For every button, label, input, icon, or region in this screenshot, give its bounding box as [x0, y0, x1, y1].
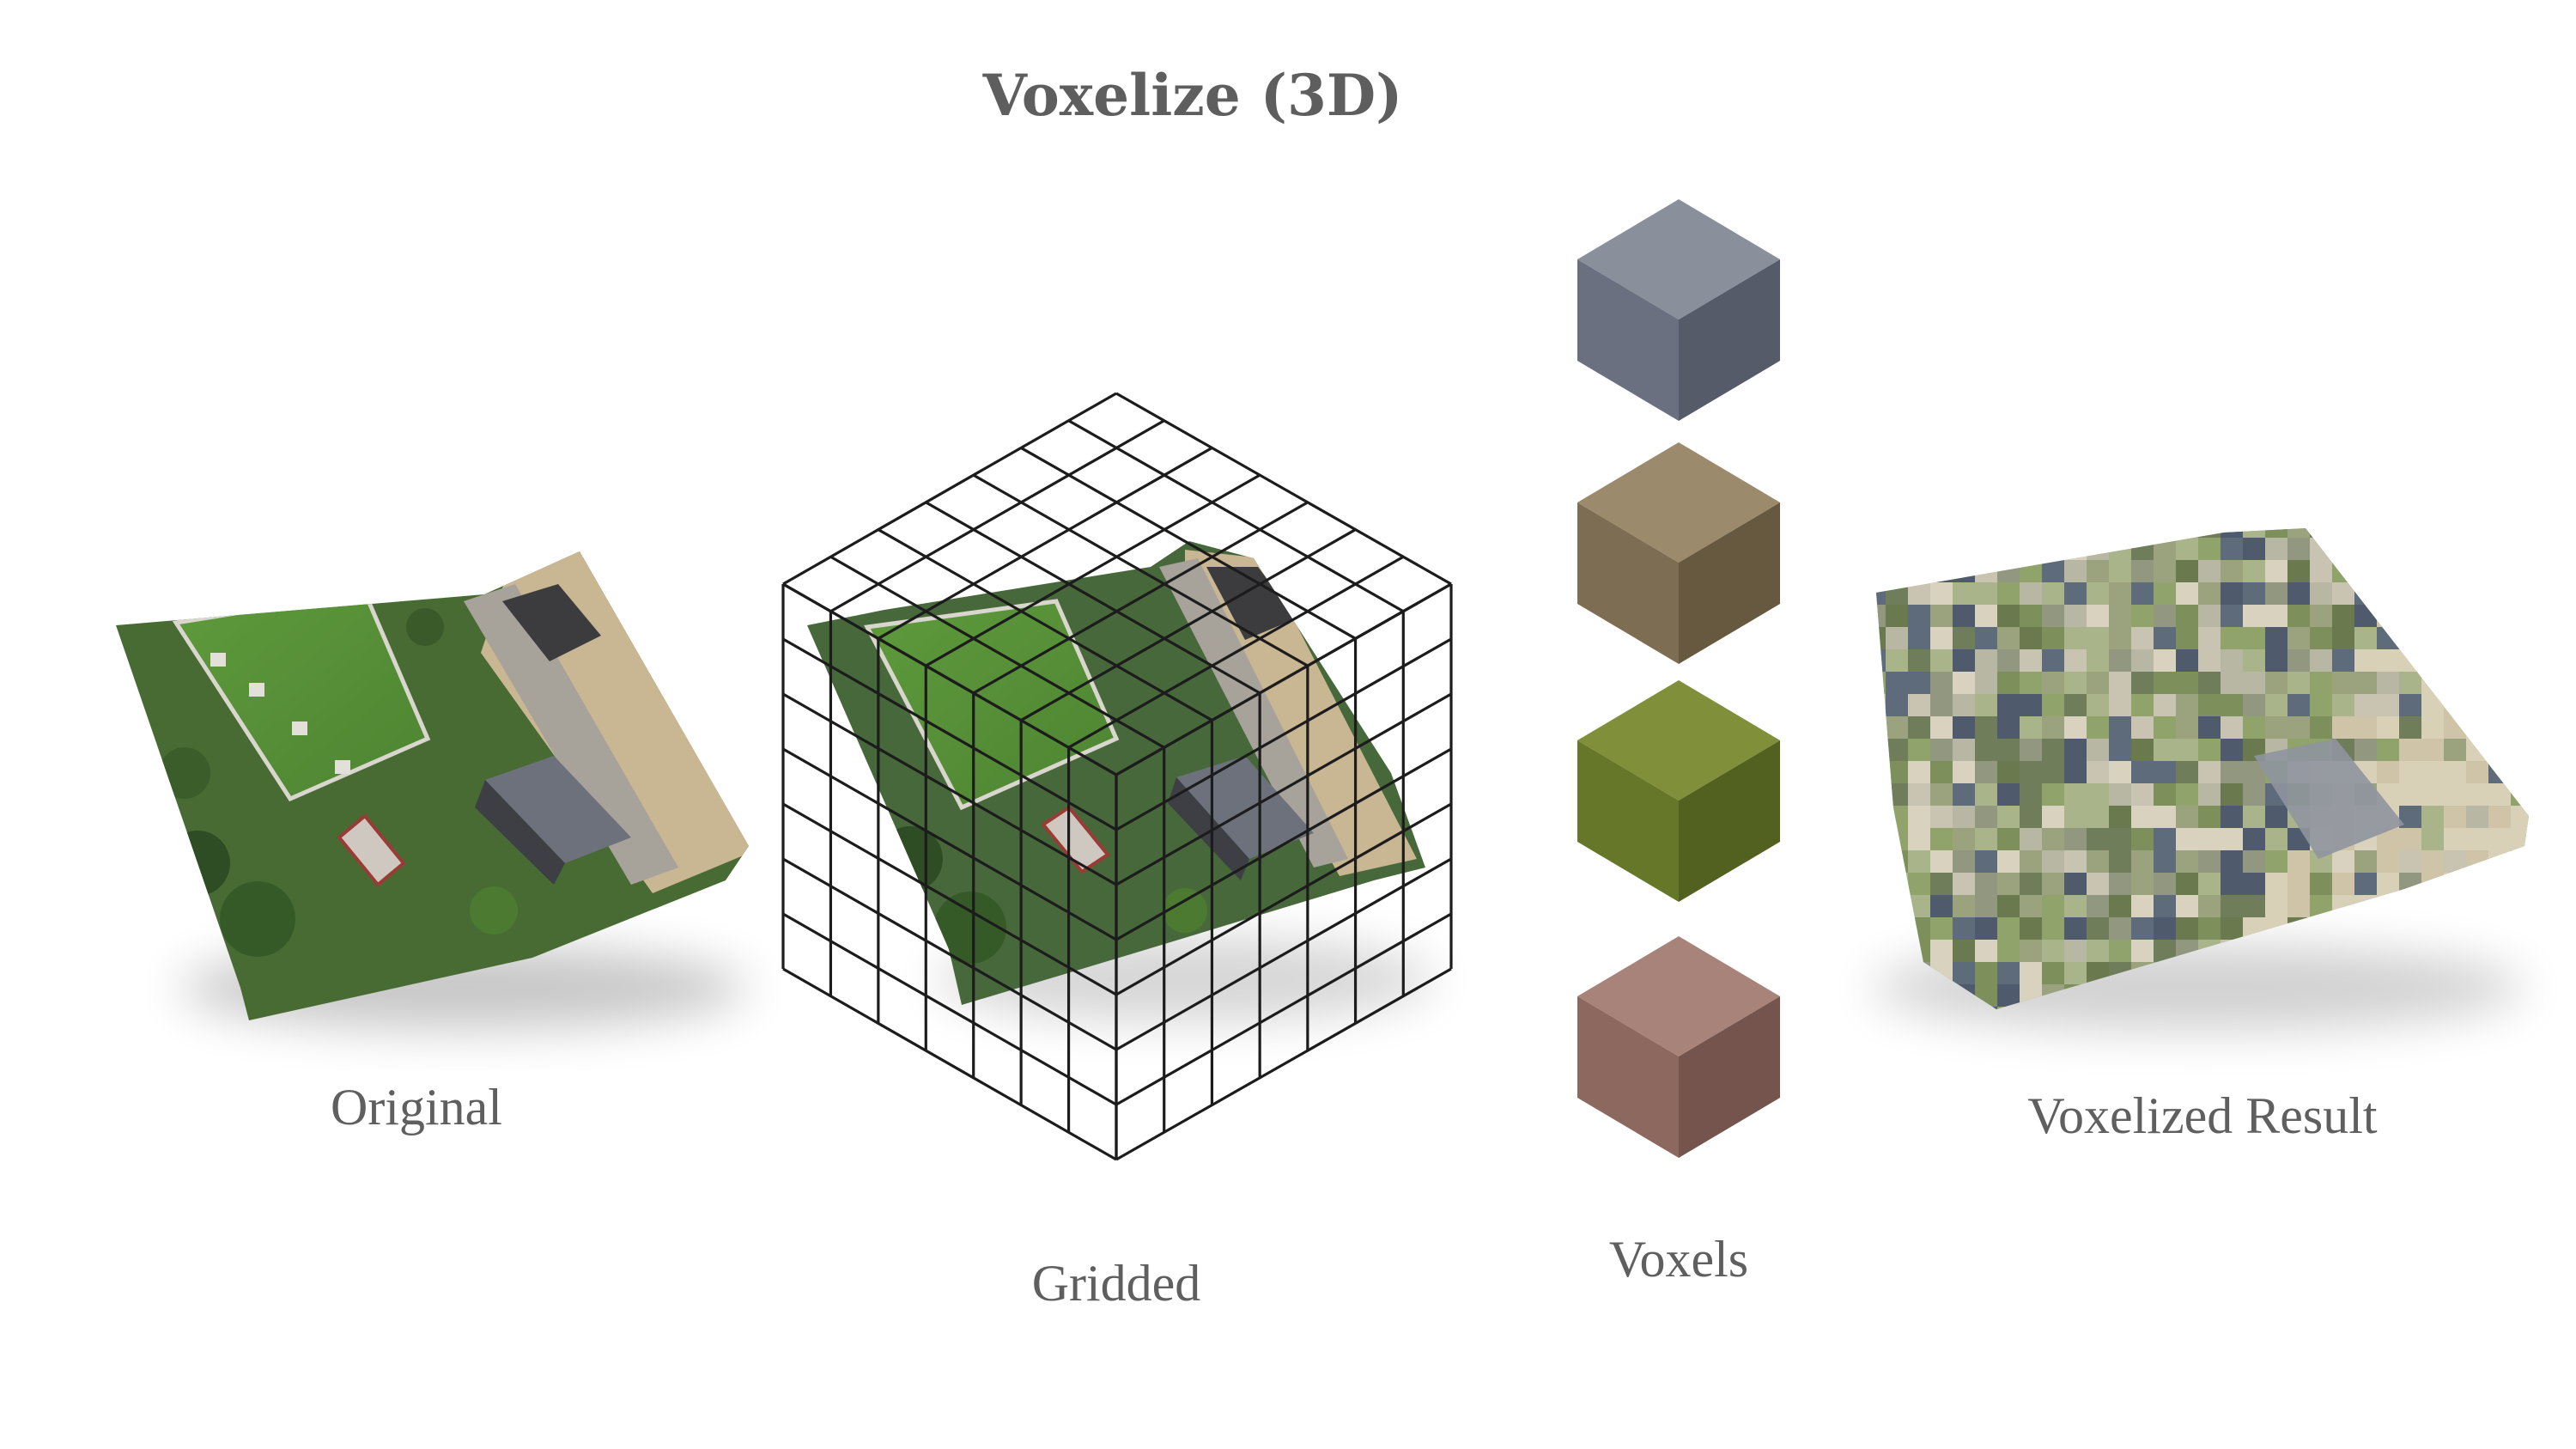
- voxelized-result-tile: [1872, 528, 2529, 1031]
- caption-original: Original: [331, 1079, 502, 1135]
- voxel-cube-slate: [1577, 199, 1780, 421]
- caption-gridded: Gridded: [1031, 1255, 1201, 1312]
- diagram-title: Voxelize (3D): [982, 62, 1403, 129]
- voxel-cube-tan: [1577, 442, 1780, 664]
- caption-voxels: Voxels: [1608, 1231, 1749, 1288]
- original-aerial-tile: [116, 551, 749, 1029]
- original-dark-roof: [502, 584, 601, 661]
- voxel-cube-clay: [1577, 936, 1780, 1158]
- voxel-cube-olive: [1577, 680, 1780, 902]
- voxelized-roof: [2254, 739, 2404, 859]
- original-gray-roof: [485, 756, 631, 863]
- gridded-tile: [781, 392, 1453, 1161]
- voxel-grid-cube: [781, 392, 1453, 1161]
- caption-voxelized-result: Voxelized Result: [2027, 1087, 2378, 1144]
- voxel-samples: [1577, 199, 1780, 1158]
